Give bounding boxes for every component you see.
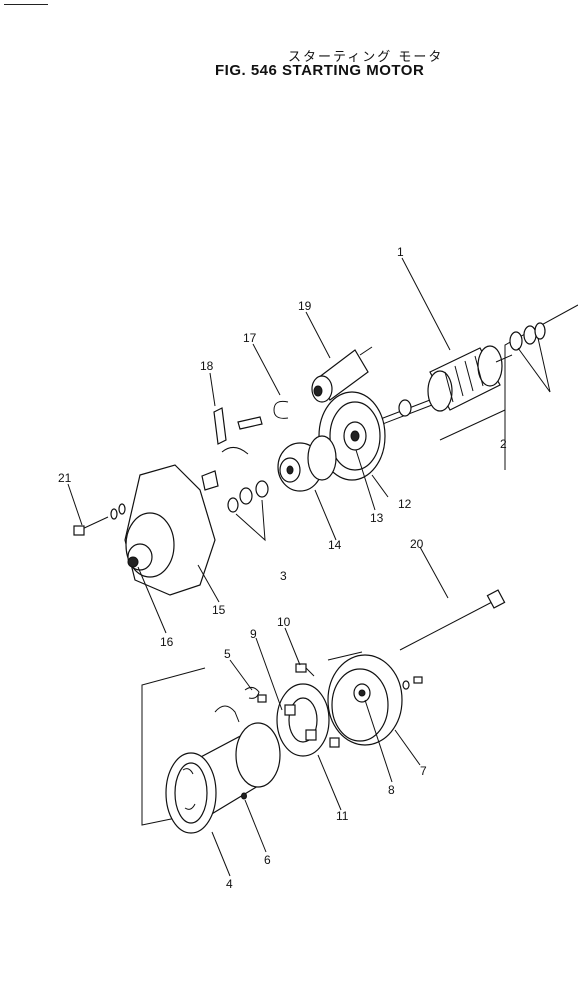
part-drive-housing [124, 464, 216, 596]
callout-11: 11 [336, 809, 349, 823]
part-brush-spring [244, 686, 267, 703]
callout-20: 20 [410, 537, 424, 551]
leader-lines [67, 257, 451, 877]
callout-7: 7 [420, 764, 427, 778]
part-housing-bolt [73, 503, 126, 536]
top-rule [4, 4, 48, 5]
part-yoke [165, 705, 281, 834]
part-thrust-washers [509, 322, 551, 393]
part-brush [295, 663, 315, 677]
part-stop-ring-set [227, 480, 269, 542]
callout-5: 5 [224, 647, 231, 661]
callout-1: 1 [397, 245, 404, 259]
figure-title-japanese: スターティング モータ [288, 50, 444, 65]
part-armature [377, 345, 513, 426]
part-pinion-clutch [277, 435, 337, 492]
callout-12: 12 [398, 497, 412, 511]
callout-19: 19 [298, 299, 312, 313]
part-shift-lever [201, 407, 263, 491]
callout-9: 9 [250, 627, 257, 641]
part-magnetic-switch [311, 346, 373, 403]
callout-17: 17 [243, 331, 257, 345]
figure-title: FIG. 546 STARTING MOTOR [215, 62, 425, 79]
part-spring-clip [273, 400, 289, 419]
callout-21: 21 [58, 471, 72, 485]
part-through-bolt [399, 589, 506, 651]
callout-labels: 1 2 3 4 5 6 7 8 9 10 11 12 13 14 15 16 1… [58, 245, 507, 891]
group-bracket-upper [439, 304, 578, 470]
callout-14: 14 [328, 538, 342, 552]
part-brush-holder [276, 683, 340, 757]
callout-2: 2 [500, 437, 507, 451]
callout-13: 13 [370, 511, 384, 525]
callout-4: 4 [226, 877, 233, 891]
callout-3: 3 [280, 569, 287, 583]
callout-18: 18 [200, 359, 214, 373]
callout-8: 8 [388, 783, 395, 797]
callout-15: 15 [212, 603, 226, 617]
callout-16: 16 [160, 635, 174, 649]
callout-6: 6 [264, 853, 271, 867]
callout-10: 10 [277, 615, 291, 629]
part-rear-end-frame [327, 651, 423, 746]
